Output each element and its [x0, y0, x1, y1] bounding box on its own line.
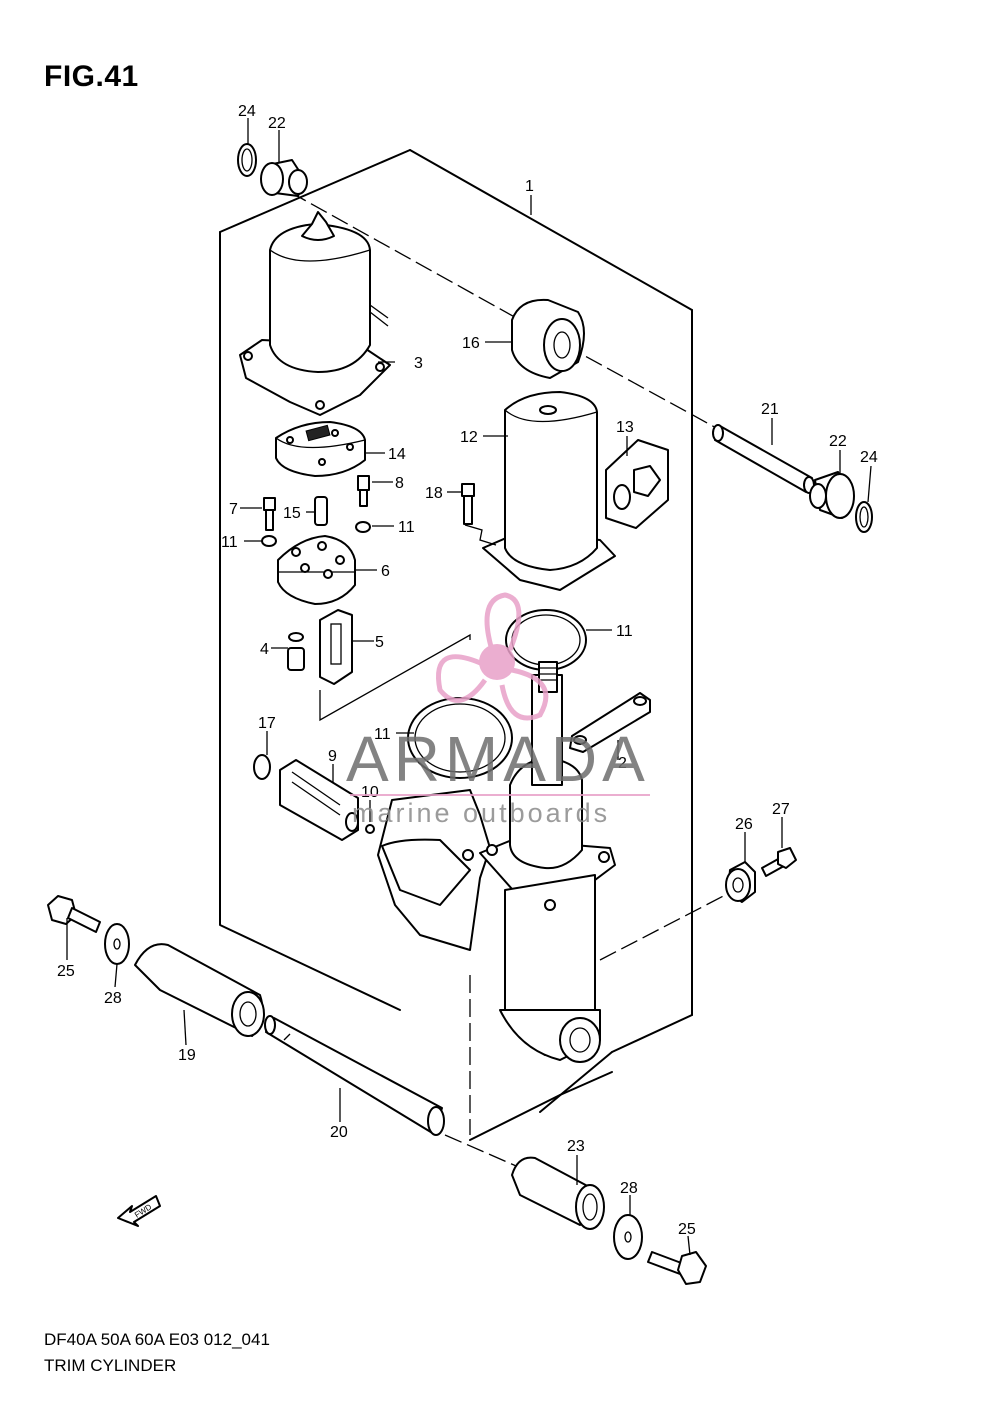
figure-name: TRIM CYLINDER — [44, 1356, 177, 1375]
callout-1: 1 — [525, 178, 534, 195]
plug-13 — [605, 439, 669, 529]
callout-21: 21 — [761, 401, 779, 418]
circlip-24-right — [855, 501, 873, 533]
plate-2 — [569, 692, 651, 753]
watermark-brand: ARMADA — [346, 723, 650, 795]
reservoir-12 — [464, 391, 616, 591]
axis-lines — [289, 191, 736, 1173]
bushing-23 — [511, 1156, 605, 1230]
armada-watermark: ARMADA marine outboards — [346, 592, 650, 828]
bolt-25-right — [647, 1251, 707, 1285]
assembly-outline — [219, 149, 693, 1141]
callout-3: 3 — [414, 355, 423, 372]
callout-19: 19 — [178, 1047, 196, 1064]
washer-28-left — [104, 923, 130, 965]
callout-2: 2 — [618, 755, 627, 772]
manual-valve-9 — [279, 759, 359, 841]
callout-16: 16 — [462, 335, 480, 352]
bushing-22-right — [809, 471, 855, 519]
fwd-arrow-icon: FWD — [117, 1195, 161, 1227]
leader-lines — [66, 118, 872, 1256]
callout-13: 13 — [616, 419, 634, 436]
trim-motor-3 — [239, 211, 391, 416]
callout-4: 4 — [260, 641, 269, 658]
bolt-18 — [461, 483, 475, 525]
valve-cartridge-5 — [319, 609, 353, 685]
callout-12: 12 — [460, 429, 478, 446]
callout-28: 28 — [620, 1180, 638, 1197]
callout-18: 18 — [425, 485, 443, 502]
callout-10: 10 — [361, 784, 379, 801]
bushing-22-top — [260, 159, 308, 197]
o-ring-11-small — [261, 521, 371, 547]
callout-9: 9 — [328, 748, 337, 765]
bolt-7 — [263, 497, 276, 531]
callout-6: 6 — [381, 563, 390, 580]
callout-28: 28 — [104, 990, 122, 1007]
pin-15 — [314, 496, 328, 526]
callout-23: 23 — [567, 1138, 585, 1155]
callout-8: 8 — [395, 475, 404, 492]
callout-25: 25 — [57, 963, 75, 980]
callout-7: 7 — [229, 501, 238, 518]
bolt-27 — [761, 847, 797, 877]
circlip-17 — [253, 754, 271, 780]
callout-24: 24 — [860, 449, 878, 466]
tilt-pin-20 — [264, 1015, 445, 1136]
washer-28-right — [613, 1214, 643, 1260]
pin-21 — [712, 424, 815, 494]
callout-22: 22 — [268, 115, 286, 132]
callout-11: 11 — [374, 726, 391, 743]
valve-block-14 — [275, 421, 366, 477]
callout-11: 11 — [398, 519, 415, 536]
callout-22: 22 — [829, 433, 847, 450]
figure-code: DF40A 50A 60A E03 012_041 — [44, 1330, 270, 1349]
o-ring-10 — [345, 812, 375, 834]
callout-17: 17 — [258, 715, 276, 732]
callout-14: 14 — [388, 446, 406, 463]
callout-20: 20 — [330, 1124, 348, 1141]
collar-26 — [725, 861, 756, 903]
callout-11: 11 — [221, 534, 238, 551]
valve-4 — [287, 632, 305, 671]
callout-24: 24 — [238, 103, 256, 120]
callout-5: 5 — [375, 634, 384, 651]
callout-27: 27 — [772, 801, 790, 818]
callout-25: 25 — [678, 1221, 696, 1238]
cushion-16 — [511, 298, 585, 379]
watermark-tagline: marine outboards — [352, 798, 610, 828]
callout-labels: 24 22 1 3 16 21 22 24 13 12 14 8 18 7 15… — [57, 103, 878, 1238]
callout-15: 15 — [283, 505, 301, 522]
bolt-8 — [357, 475, 370, 507]
callout-26: 26 — [735, 816, 753, 833]
propeller-logo-icon — [436, 592, 549, 721]
circlip-24-top — [237, 143, 257, 177]
sleeve-19 — [134, 943, 265, 1037]
bolt-25-left — [47, 895, 101, 933]
figure-title: FIG.41 — [44, 60, 139, 93]
valve-body-6 — [277, 535, 356, 605]
callout-11: 11 — [616, 623, 633, 640]
